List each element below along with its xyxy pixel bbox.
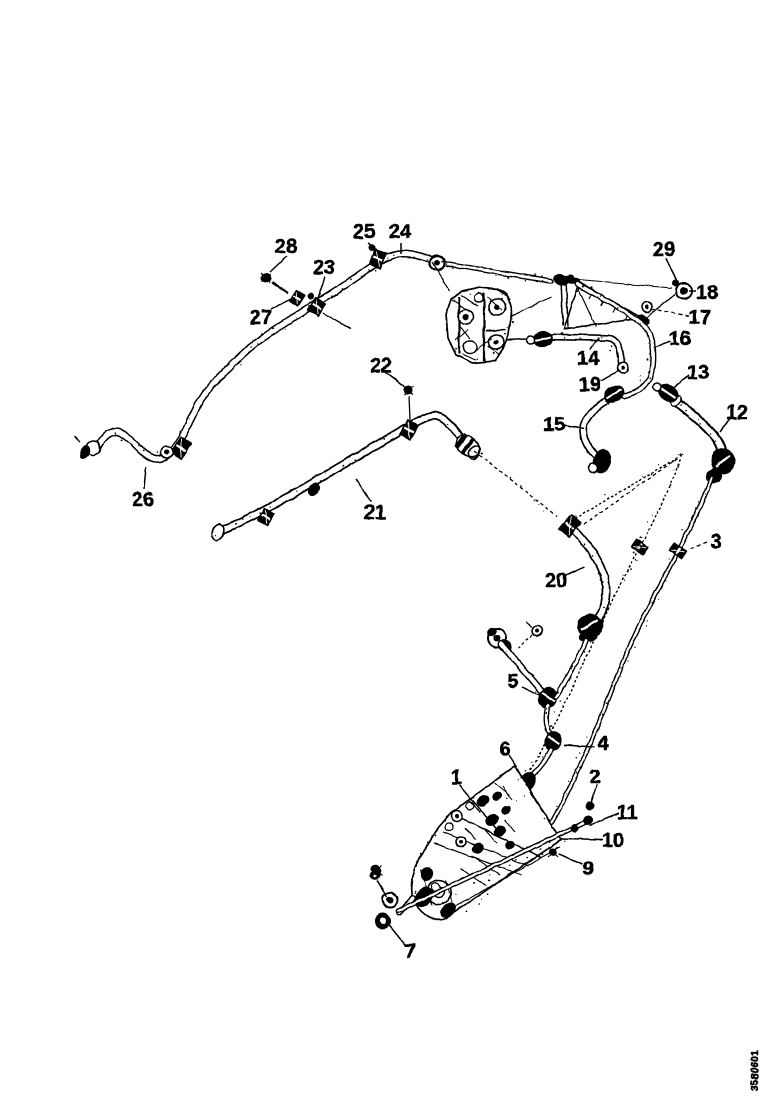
svg-text:16: 16 [669, 328, 691, 350]
svg-text:11: 11 [616, 802, 637, 824]
svg-text:19: 19 [579, 374, 601, 396]
svg-text:12: 12 [726, 402, 748, 424]
svg-text:10: 10 [602, 830, 624, 852]
svg-text:28: 28 [275, 236, 297, 258]
svg-text:7: 7 [404, 941, 415, 963]
svg-text:23: 23 [313, 257, 335, 279]
svg-text:5: 5 [507, 671, 518, 693]
svg-text:3: 3 [710, 531, 721, 553]
svg-text:14: 14 [577, 348, 600, 370]
svg-text:21: 21 [364, 502, 386, 524]
svg-text:20: 20 [545, 570, 567, 592]
svg-text:15: 15 [543, 414, 565, 436]
svg-text:6: 6 [499, 739, 510, 761]
svg-text:27: 27 [250, 307, 272, 329]
svg-text:26: 26 [132, 489, 154, 511]
svg-text:29: 29 [653, 239, 675, 261]
svg-text:9: 9 [582, 858, 593, 880]
svg-text:3580601: 3580601 [750, 1050, 761, 1091]
svg-text:18: 18 [696, 282, 718, 304]
svg-text:17: 17 [689, 307, 711, 329]
svg-text:1: 1 [450, 767, 461, 789]
svg-text:8: 8 [369, 862, 380, 884]
svg-text:24: 24 [389, 221, 412, 243]
svg-text:22: 22 [370, 355, 392, 377]
svg-text:13: 13 [687, 362, 709, 384]
svg-text:4: 4 [597, 733, 609, 755]
svg-text:2: 2 [589, 766, 600, 788]
svg-text:25: 25 [353, 221, 375, 243]
